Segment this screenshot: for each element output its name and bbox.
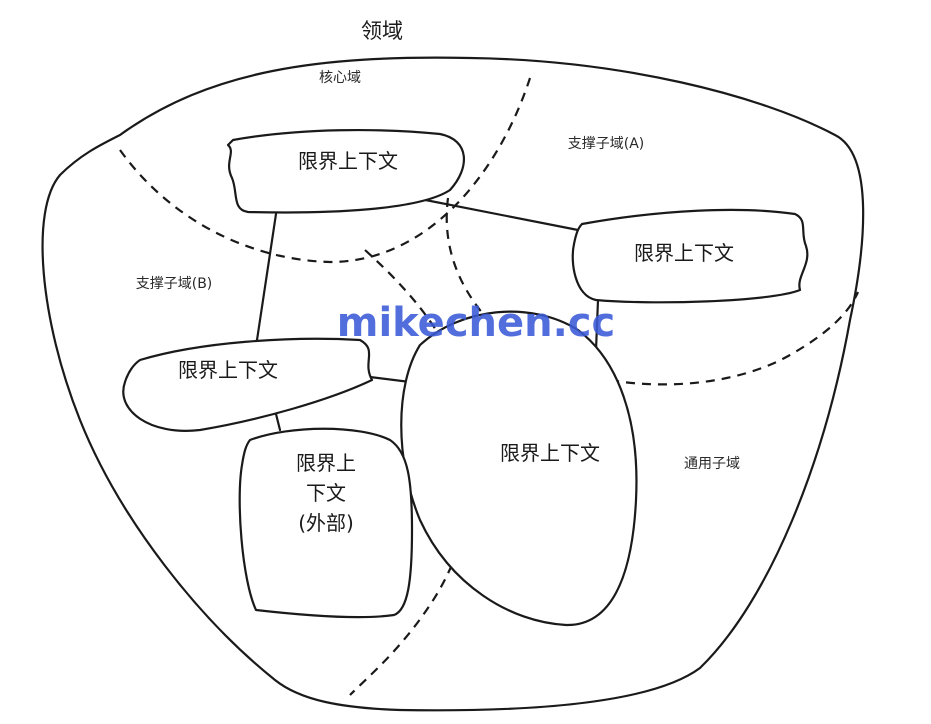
bounded-context-external-shape [238, 427, 414, 619]
bounded-context-left-shape [122, 337, 374, 432]
domain-title: 领域 [361, 19, 403, 43]
support-a-boundary [445, 197, 860, 386]
core-subdomain-label: 核心域 [319, 70, 361, 86]
bounded-context-right-shape [571, 208, 809, 304]
domain-boundary [41, 56, 865, 712]
generic-subdomain-label: 通用子域 [684, 456, 740, 472]
link-top-right [403, 194, 580, 232]
core-subdomain-boundary [119, 77, 532, 264]
bounded-context-external-label-line1: 限界上 [296, 451, 356, 475]
bounded-context-center-label: 限界上下文 [500, 441, 600, 465]
support-a-subdomain-label: 支撑子域(A) [568, 136, 645, 152]
watermark: mikechen.cc [337, 300, 615, 346]
bounded-context-center-shape [400, 310, 638, 627]
bounded-context-external-label-line2: 下文 [306, 481, 346, 505]
bounded-context-top-label: 限界上下文 [298, 149, 398, 173]
bounded-context-top-shape [226, 128, 465, 214]
link-right-center [594, 298, 600, 352]
bounded-context-right-label: 限界上下文 [634, 241, 734, 265]
support-b-subdomain-label: 支撑子域(B) [136, 276, 213, 292]
bounded-context-left-label: 限界上下文 [178, 358, 278, 382]
link-top-left [255, 212, 278, 342]
bounded-context-external-label-line3: (外部) [298, 511, 354, 535]
